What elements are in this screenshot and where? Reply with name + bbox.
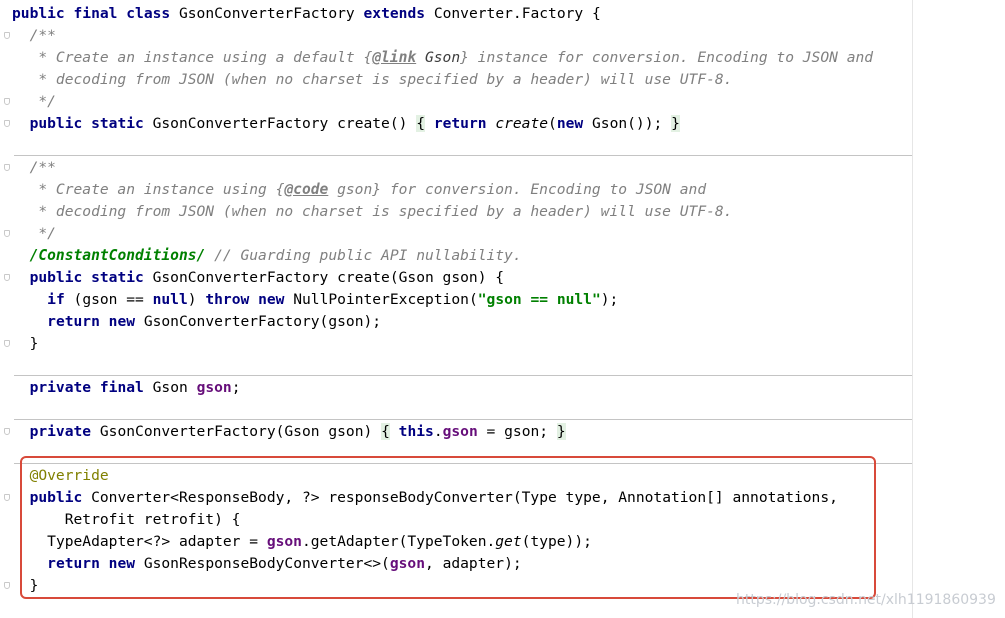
code-line-response-body-converter: public Converter<ResponseBody, ?> respon… — [29, 489, 838, 506]
method-separator — [14, 375, 912, 376]
code-line-javadoc: /** — [29, 159, 56, 176]
fold-marker-icon[interactable] — [4, 582, 10, 589]
editor-gutter — [0, 0, 14, 618]
code-line-close-brace: } — [29, 335, 39, 352]
code-line-javadoc: /** — [29, 27, 56, 44]
code-line-create-gson-method: public static GsonConverterFactory creat… — [29, 269, 505, 286]
highlight-box — [20, 456, 876, 599]
code-line-constructor: private GsonConverterFactory(Gson gson) … — [29, 423, 566, 440]
code-line-javadoc: * Create an instance using a default {@l… — [38, 49, 874, 66]
code-line-class-declaration: public final class GsonConverterFactory … — [12, 5, 601, 22]
fold-marker-icon[interactable] — [4, 164, 10, 171]
fold-marker-icon[interactable] — [4, 230, 10, 237]
method-separator — [14, 155, 912, 156]
code-line-type-adapter: TypeAdapter<?> adapter = gson.getAdapter… — [47, 533, 592, 550]
fold-marker-icon[interactable] — [4, 120, 10, 127]
code-line-continuation: Retrofit retrofit) { — [64, 511, 241, 528]
method-separator — [14, 463, 912, 464]
code-line-javadoc: * decoding from JSON (when no charset is… — [38, 203, 733, 220]
code-line-javadoc: */ — [38, 93, 56, 110]
watermark: https://blog.csdn.net/xlh1191860939 — [736, 592, 996, 608]
fold-marker-icon[interactable] — [4, 428, 10, 435]
fold-marker-icon[interactable] — [4, 274, 10, 281]
fold-marker-icon[interactable] — [4, 98, 10, 105]
fold-marker-icon[interactable] — [4, 340, 10, 347]
code-line-override-annotation: @Override — [29, 467, 109, 484]
fold-marker-icon[interactable] — [4, 32, 10, 39]
code-line-field: private final Gson gson; — [29, 379, 241, 396]
code-line-create-method: public static GsonConverterFactory creat… — [29, 115, 680, 132]
code-line-null-check: if (gson == null) throw new NullPointerE… — [47, 291, 619, 308]
code-line-javadoc: */ — [38, 225, 56, 242]
code-line-javadoc: * Create an instance using {@code gson} … — [38, 181, 707, 198]
fold-marker-icon[interactable] — [4, 494, 10, 501]
right-margin-guide — [912, 0, 913, 618]
code-line-return: return new GsonConverterFactory(gson); — [47, 313, 382, 330]
code-line-return: return new GsonResponseBodyConverter<>(g… — [47, 555, 522, 572]
method-separator — [14, 419, 912, 420]
code-line-javadoc: * decoding from JSON (when no charset is… — [38, 71, 733, 88]
code-line-close-brace: } — [29, 577, 39, 594]
code-line-suppression: /ConstantConditions/ // Guarding public … — [29, 247, 522, 264]
